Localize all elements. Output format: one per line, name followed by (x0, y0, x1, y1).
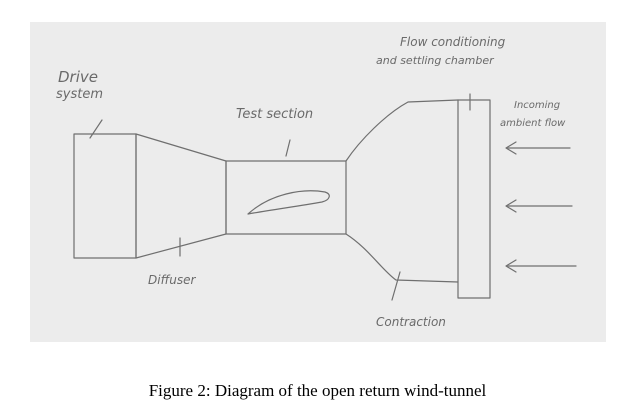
drive-system-label-line2: system (56, 87, 103, 102)
incoming-flow-label-line2: ambient flow (500, 118, 566, 129)
figure-caption: Figure 2: Diagram of the open return win… (148, 381, 487, 400)
settling-chamber-box (457, 99, 491, 299)
test-section-label: Test section (236, 107, 313, 122)
flow-conditioning-label-line2: and settling chamber (376, 54, 495, 67)
wind-tunnel-drawing: Drive system Test section Flow condition… (56, 35, 577, 329)
incoming-flow-arrow-2 (505, 199, 573, 213)
diffuser-outline (135, 133, 227, 259)
test-section-leader (285, 139, 291, 157)
incoming-flow-arrow-3 (505, 259, 577, 273)
wind-tunnel-sketch-photo: Drive system Test section Flow condition… (30, 22, 606, 342)
contraction-top (345, 99, 459, 162)
airfoil (247, 190, 330, 215)
contraction-label: Contraction (376, 315, 446, 329)
contraction-bottom (345, 233, 459, 283)
drive-system-leader (89, 119, 103, 139)
contraction-leader (391, 271, 401, 301)
diffuser-label: Diffuser (148, 273, 196, 287)
drive-system-box (73, 133, 137, 259)
drive-system-label-line1: Drive (58, 68, 98, 86)
incoming-flow-label-line1: Incoming (514, 100, 560, 111)
incoming-flow-arrow-1 (505, 141, 571, 155)
flow-conditioning-label-line1: Flow conditioning (400, 35, 506, 49)
test-section-box (225, 160, 347, 235)
